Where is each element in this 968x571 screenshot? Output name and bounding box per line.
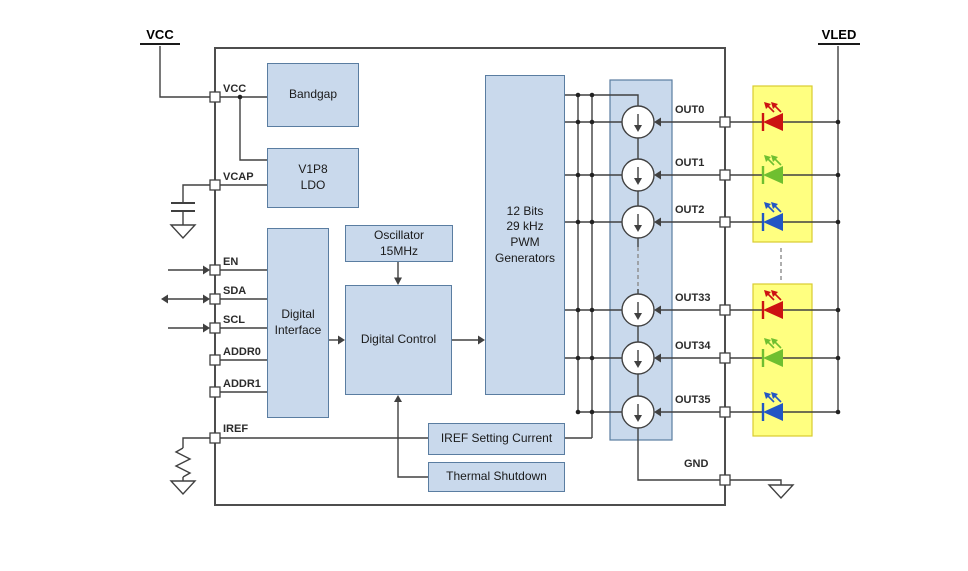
pin-vcc bbox=[209, 91, 221, 103]
pin-label-vcap: VCAP bbox=[223, 171, 254, 183]
pin-squares bbox=[209, 91, 731, 486]
vcap-capacitor bbox=[171, 202, 195, 212]
block-oscillator: Oscillator 15MHz bbox=[345, 225, 453, 262]
pin-vcap bbox=[209, 179, 221, 191]
vcc-net-label: VCC bbox=[140, 27, 180, 45]
out35-arrowhead bbox=[654, 407, 661, 417]
di-to-dc-arrowhead bbox=[338, 335, 345, 345]
vcap-ground-icon bbox=[170, 224, 196, 239]
pin-label-out0: OUT0 bbox=[675, 104, 705, 116]
current-source-out0-icon bbox=[621, 105, 655, 139]
pin-out2 bbox=[719, 216, 731, 228]
pin-out33 bbox=[719, 304, 731, 316]
pin-label-en: EN bbox=[223, 256, 239, 268]
pin-addr1 bbox=[209, 386, 221, 398]
pin-label-out34: OUT34 bbox=[675, 340, 711, 352]
osc-to-dc-arrowhead bbox=[394, 277, 402, 285]
pin-label-addr1: ADDR1 bbox=[223, 378, 261, 390]
vled-net-label: VLED bbox=[818, 27, 860, 45]
pin-label-out2: OUT2 bbox=[675, 204, 705, 216]
block-pwm-generators: 12 Bits 29 kHz PWM Generators bbox=[485, 75, 565, 395]
out2-arrowhead bbox=[654, 217, 661, 227]
arrowheads bbox=[161, 117, 661, 417]
pin-label-sda: SDA bbox=[223, 285, 247, 297]
out1-arrowhead bbox=[654, 170, 661, 180]
pin-label-out1: OUT1 bbox=[675, 157, 705, 169]
wire-vcc-supply bbox=[159, 46, 267, 161]
junction-dots bbox=[237, 92, 841, 415]
current-source-out2-icon bbox=[621, 205, 655, 239]
pin-out34 bbox=[719, 352, 731, 364]
dc-to-pwm-arrowhead bbox=[478, 335, 485, 345]
pin-label-out33: OUT33 bbox=[675, 292, 711, 304]
pin-label-gnd: GND bbox=[684, 458, 709, 470]
pin-sda bbox=[209, 293, 221, 305]
block-bandgap: Bandgap bbox=[267, 63, 359, 127]
current-source-out33-icon bbox=[621, 293, 655, 327]
out0-arrowhead bbox=[654, 117, 661, 127]
wire-control-pins bbox=[168, 269, 267, 393]
scl-arrowhead bbox=[203, 323, 210, 333]
out34-arrowhead bbox=[654, 353, 661, 363]
block-iref-setting: IREF Setting Current bbox=[428, 423, 565, 455]
pin-label-out35: OUT35 bbox=[675, 394, 711, 406]
pin-label-iref: IREF bbox=[223, 423, 249, 435]
pin-label-scl: SCL bbox=[223, 314, 245, 326]
iref-ground-icon bbox=[170, 480, 196, 495]
continuation-dashes bbox=[637, 247, 782, 289]
block-thermal-shutdown: Thermal Shutdown bbox=[428, 462, 565, 492]
current-source-column-block bbox=[609, 79, 673, 441]
wire-vcap bbox=[182, 184, 267, 225]
pin-label-vcc: VCC bbox=[223, 83, 247, 95]
current-source-out34-icon bbox=[621, 341, 655, 375]
block-v1p8-ldo: V1P8 LDO bbox=[267, 148, 359, 208]
wire-gnd-external bbox=[730, 479, 782, 485]
iref-resistor bbox=[174, 447, 192, 478]
wire-current-source-chain bbox=[637, 138, 720, 481]
en-arrowhead bbox=[203, 265, 210, 275]
pin-out1 bbox=[719, 169, 731, 181]
pin-out35 bbox=[719, 406, 731, 418]
wire-led-rows bbox=[730, 46, 839, 413]
block-digital-interface: Digital Interface bbox=[267, 228, 329, 418]
pin-en bbox=[209, 264, 221, 276]
wire-out-rows bbox=[661, 121, 720, 413]
thermal-to-dc-arrowhead bbox=[394, 395, 402, 402]
pin-gnd bbox=[719, 474, 731, 486]
pin-label-addr0: ADDR0 bbox=[223, 346, 261, 358]
current-source-out35-icon bbox=[621, 395, 655, 429]
current-source-out1-icon bbox=[621, 158, 655, 192]
out33-arrowhead bbox=[654, 305, 661, 315]
block-digital-control: Digital Control bbox=[345, 285, 452, 395]
sda-arrowhead-right bbox=[203, 294, 210, 304]
pin-iref bbox=[209, 432, 221, 444]
pin-addr0 bbox=[209, 354, 221, 366]
wire-internal-blocks bbox=[328, 262, 592, 478]
pin-scl bbox=[209, 322, 221, 334]
gnd-pin-ground-icon bbox=[768, 484, 794, 499]
pin-out0 bbox=[719, 116, 731, 128]
sda-arrowhead-left bbox=[161, 294, 168, 304]
